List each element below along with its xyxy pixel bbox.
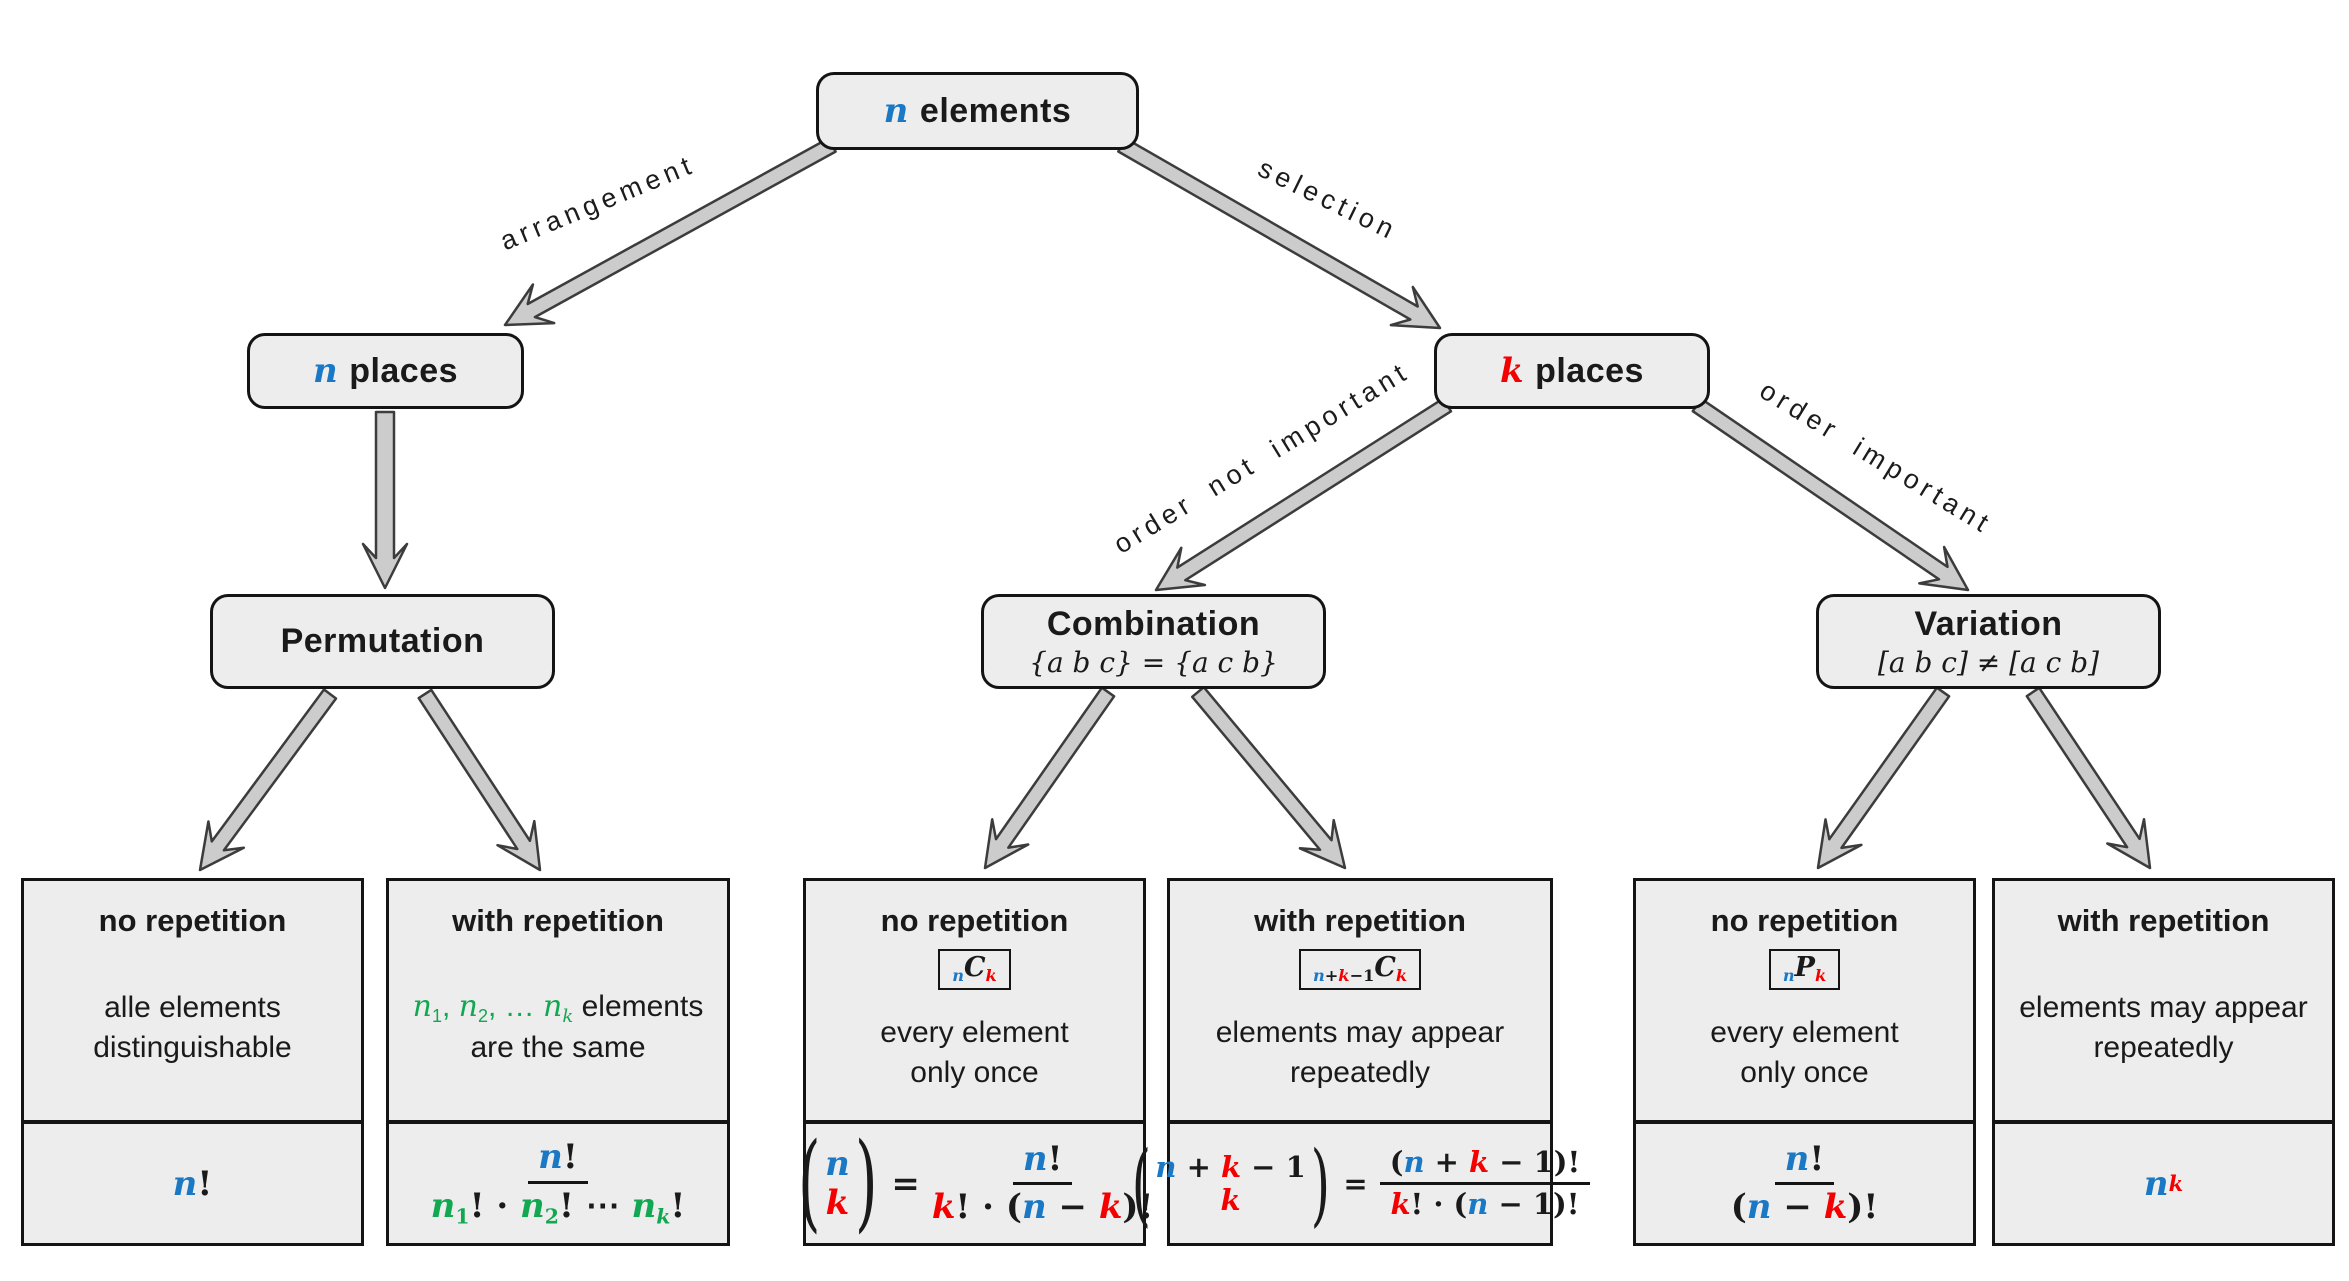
node-title: Combination bbox=[1046, 604, 1261, 643]
arrow-variation-to-no-repetition bbox=[1816, 686, 1951, 870]
node-subtitle: [a b c] ≠ [a c b] bbox=[1877, 645, 2100, 679]
arrow-k-places-to-combination bbox=[1154, 397, 1453, 592]
arrow-permutation-to-with-repetition bbox=[417, 688, 542, 872]
card-heading: with repetition bbox=[2057, 903, 2270, 938]
arrow-k-places-to-variation bbox=[1691, 397, 1970, 592]
formula-badge-nPk: nPk bbox=[1768, 949, 1841, 991]
card-description: every element only once bbox=[880, 1016, 1069, 1090]
math-var-n: n bbox=[883, 91, 909, 131]
arrow-combination-to-with-repetition bbox=[1190, 685, 1347, 870]
arrow-permutation-to-no-repetition bbox=[198, 688, 338, 872]
card-formula: n!n1! · n2! ⋯ nk! bbox=[389, 1120, 727, 1243]
card-description: alle elements distinguishable bbox=[93, 990, 292, 1064]
arrow-root-to-k-places bbox=[1117, 137, 1442, 330]
card-description: elements may appear repeatedly bbox=[1215, 1016, 1505, 1090]
node-subtitle: {a b c} = {a c b} bbox=[1029, 645, 1278, 679]
card-combination-no-repetition: no repetition nCk every element only onc… bbox=[797, 878, 1154, 1246]
card-variation-with-repetition: with repetition elements may appear repe… bbox=[1992, 878, 2335, 1246]
node-permutation: Permutation bbox=[210, 594, 555, 689]
card-description: every element only once bbox=[1710, 1016, 1899, 1090]
card-heading: with repetition bbox=[452, 903, 664, 938]
math-var-n: n bbox=[312, 351, 339, 391]
card-heading: no repetition bbox=[1710, 903, 1899, 938]
card-formula: n! bbox=[24, 1120, 361, 1243]
card-heading: no repetition bbox=[98, 903, 287, 938]
arrow-root-to-n-places bbox=[503, 137, 837, 327]
formula-badge-nCk: nCk bbox=[938, 949, 1011, 991]
card-permutation-no-repetition: no repetition alle elements distinguisha… bbox=[21, 878, 364, 1246]
card-combination-with-repetition: with repetition n+k−1Ck elements may app… bbox=[1131, 878, 1591, 1246]
arrow-variation-to-with-repetition bbox=[2025, 686, 2152, 870]
arrow-n-places-to-permutation bbox=[361, 410, 409, 590]
node-variation: Variation [a b c] ≠ [a c b] bbox=[1816, 594, 2161, 689]
node-title: Permutation bbox=[280, 622, 485, 660]
math-var-k: k bbox=[1500, 351, 1525, 391]
card-heading: no repetition bbox=[880, 903, 1069, 938]
card-description: elements may appear repeatedly bbox=[2019, 990, 2308, 1064]
formula-badge-n+k-1Ck: n+k−1Ck bbox=[1298, 949, 1422, 991]
node-combination: Combination {a b c} = {a c b} bbox=[981, 594, 1326, 689]
card-formula: n!(n − k)! bbox=[1636, 1120, 1973, 1243]
arrow-combination-to-no-repetition bbox=[983, 686, 1116, 870]
card-permutation-with-repetition: with repetition n1, n2, … nk elements ar… bbox=[386, 878, 730, 1246]
node-title: Variation bbox=[1914, 604, 2063, 643]
card-description: n1, n2, … nk elements are the same bbox=[412, 988, 704, 1065]
card-variation-no-repetition: no repetition nPk every element only onc… bbox=[1633, 878, 1976, 1246]
card-heading: with repetition bbox=[1254, 903, 1466, 938]
